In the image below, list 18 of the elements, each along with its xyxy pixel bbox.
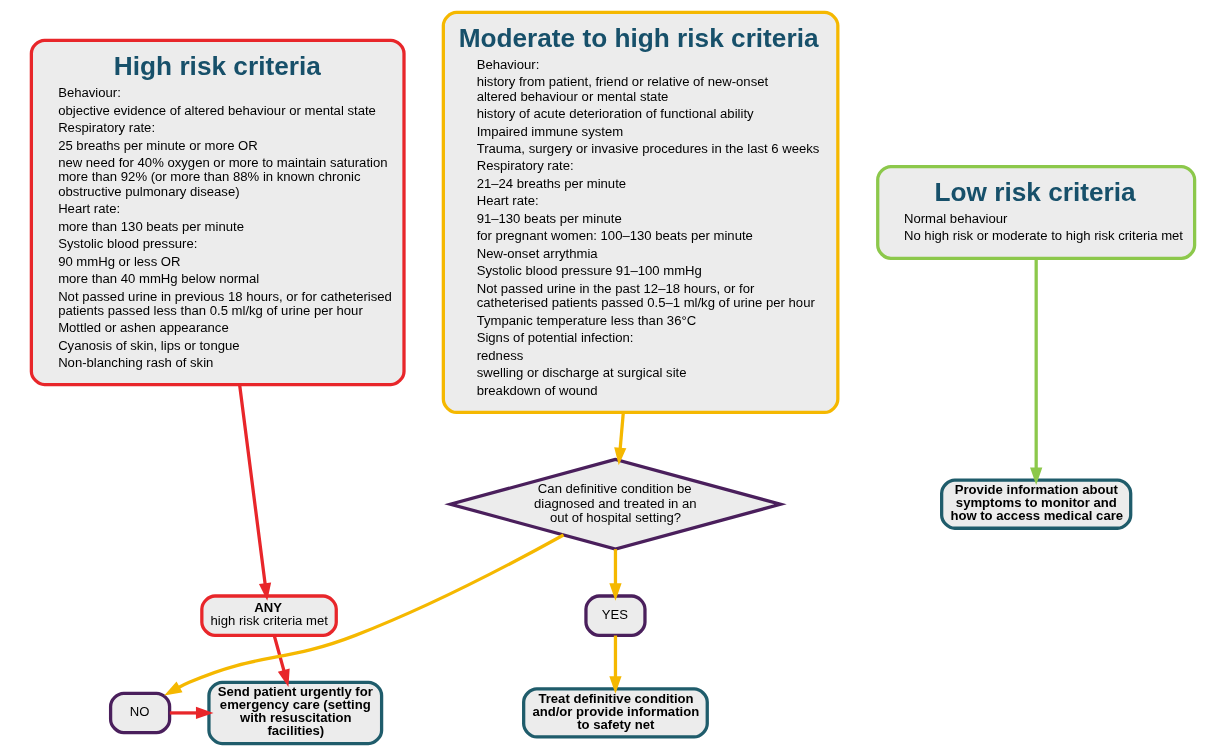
node-box: ANY high risk criteria met [200, 594, 338, 637]
node-box: Low risk criteria Normal behaviour No high risk or moderate to high risk criteria met [876, 164, 1197, 260]
arrow [169, 706, 214, 720]
node-box: Treat definitive condition and/or provide information to safety net [522, 687, 709, 739]
node-box: NO [108, 691, 172, 735]
node-box: Send patient urgently for emergency care (setting with resuscitation facilities) [207, 680, 384, 746]
node-box: Moderate to high risk criteria Behaviour: history from patient, friend or relative of new-onset altered behaviour or mental state history of acute deterioration of functional ability Impaired immune system Trauma, surgery or invasive procedures in the last 6 weeks Respiratory rate: 21–24 breaths per minute Heart rate: 91–130 beats per minute for pregnant women: 100–130 beats per minute New-onset arrythmia Systolic blood pressure 91–100 mmHg Not passed urine in the past 12–18 hours, or for catheterised patients passed 0.5–1 ml/kg of urine per hour Tympanic temperature less than 36°C Signs of potential infection: redness swelling or discharge at surgical site breakdown of wound [441, 10, 840, 415]
arrow [609, 635, 622, 694]
arrow [1030, 258, 1043, 486]
arrow [164, 533, 565, 696]
arrow [238, 384, 272, 601]
arrow [614, 412, 627, 466]
node-box: YES [584, 594, 647, 637]
arrow [609, 549, 622, 601]
node-diamond: Can definitive condition be diagnosed and treated in an out of hospital setting? [444, 457, 787, 551]
arrow [272, 635, 290, 687]
node-box: Provide information about symptoms to monitor and how to access medical care [940, 478, 1133, 530]
node-box: High risk criteria Behaviour: objective evidence of altered behaviour or mental state Respiratory rate: 25 breaths per minute or more OR new need for 40% oxygen or more to maintain saturation more than 92% (or more than 88% in known chronic obstructive pulmonary disease) Heart rate: more than 130 beats per minute Systolic blood pressure: 90 mmHg or less OR more than 40 mmHg below normal Not passed urine in previous 18 hours, or for catheterised patients passed less than 0.5 ml/kg of urine per hour Mottled or ashen appearance Cyanosis of skin, lips or tongue Non-blanching rash of skin [29, 38, 406, 387]
